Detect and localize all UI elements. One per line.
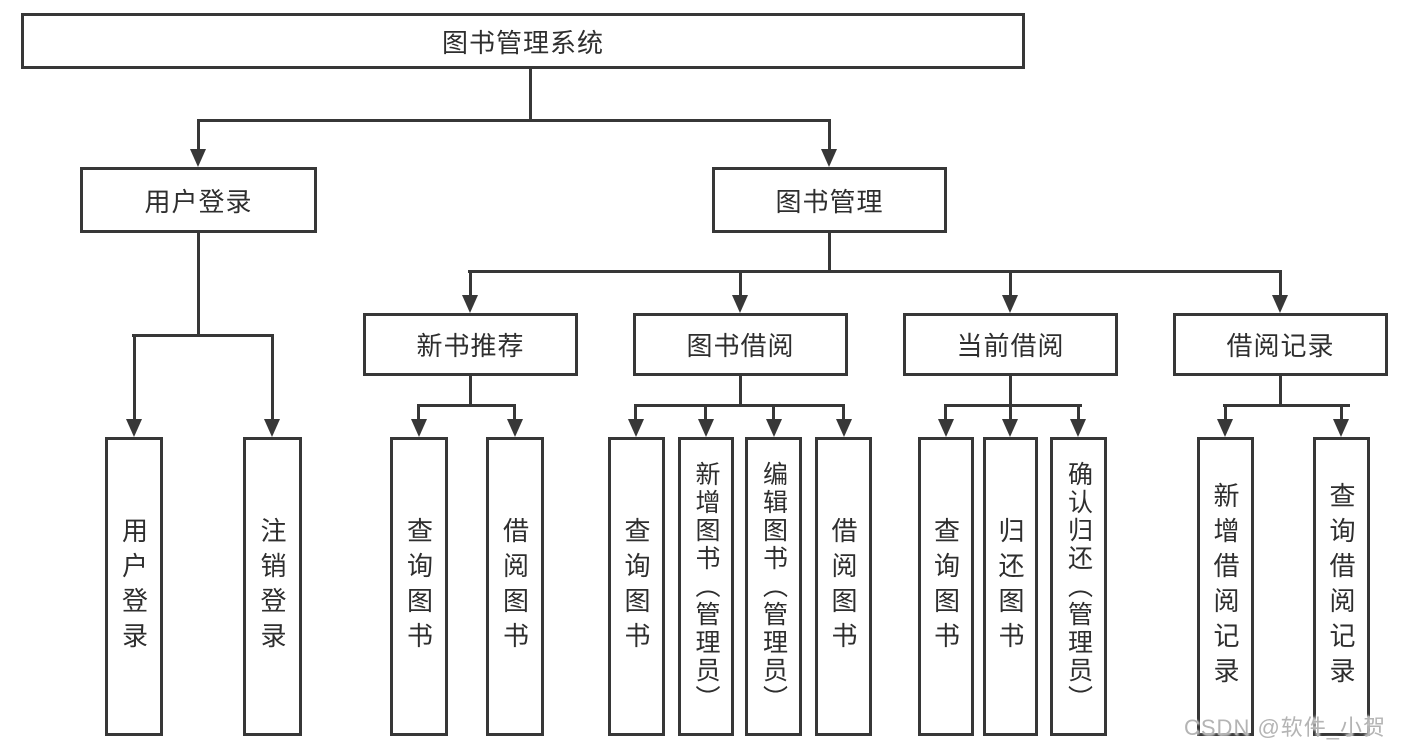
leaf-add-borrow-record: 新增借阅记录 [1197, 437, 1254, 736]
connector-bus [634, 404, 844, 407]
connector-bus [1223, 404, 1350, 407]
node-book-management: 图书管理 [712, 167, 947, 233]
arrow-down-icon [264, 419, 280, 437]
node-library-management-system: 图书管理系统 [21, 13, 1025, 69]
node-current-borrowing: 当前借阅 [903, 313, 1118, 376]
connector-stem [704, 404, 707, 420]
leaf-user-login: 用户登录 [105, 437, 163, 736]
connector-level2-bus [197, 119, 831, 122]
connector-stem [1279, 270, 1282, 296]
arrow-down-icon [766, 419, 782, 437]
leaf-query-books-recommend: 查询图书 [390, 437, 448, 736]
arrow-down-icon [698, 419, 714, 437]
connector-stem [469, 270, 472, 296]
connector-bookmgmt-drop [828, 233, 831, 273]
connector-stem [842, 404, 845, 420]
connector-stem [1077, 404, 1080, 420]
leaf-query-books-borrowing: 查询图书 [608, 437, 665, 736]
arrow-down-icon [836, 419, 852, 437]
connector-stem [1009, 270, 1012, 296]
arrow-down-icon [628, 419, 644, 437]
connector-root-drop [529, 68, 532, 120]
arrow-down-icon [462, 295, 478, 313]
connector-stem [133, 334, 136, 420]
connector-stem [513, 404, 516, 420]
node-borrowing-records: 借阅记录 [1173, 313, 1388, 376]
connector-drop [739, 376, 742, 406]
connector-bus [944, 404, 1082, 407]
connector-stem [634, 404, 637, 420]
arrow-down-icon [732, 295, 748, 313]
arrow-down-icon [126, 419, 142, 437]
connector-drop [469, 376, 472, 406]
arrow-down-icon [1002, 419, 1018, 437]
connector-stem [739, 270, 742, 296]
arrow-down-icon [1272, 295, 1288, 313]
connector-stem [772, 404, 775, 420]
arrow-down-icon [1002, 295, 1018, 313]
node-user-login: 用户登录 [80, 167, 317, 233]
connector-stem [1340, 404, 1343, 420]
connector-userlogin-bus [132, 334, 274, 337]
leaf-borrow-books-recommend: 借阅图书 [486, 437, 544, 736]
leaf-edit-book-admin: 编辑图书（管理员） [745, 437, 802, 736]
arrow-down-icon [411, 419, 427, 437]
connector-drop [1279, 376, 1282, 406]
arrow-down-icon [507, 419, 523, 437]
arrow-down-icon [1217, 419, 1233, 437]
connector-stem [828, 119, 831, 150]
connector-stem [197, 119, 200, 150]
connector-stem [1224, 404, 1227, 420]
connector-stem [1009, 404, 1012, 420]
connector-level3-bus [468, 270, 1282, 273]
connector-bus [417, 404, 516, 407]
leaf-logout: 注销登录 [243, 437, 302, 736]
arrow-down-icon [1070, 419, 1086, 437]
connector-userlogin-drop [197, 233, 200, 337]
arrow-down-icon [938, 419, 954, 437]
leaf-query-borrow-record: 查询借阅记录 [1313, 437, 1370, 736]
connector-stem [944, 404, 947, 420]
arrow-down-icon [190, 149, 206, 167]
connector-stem [417, 404, 420, 420]
node-new-book-recommend: 新书推荐 [363, 313, 578, 376]
connector-stem [271, 334, 274, 420]
leaf-add-book-admin: 新增图书（管理员） [678, 437, 734, 736]
arrow-down-icon [821, 149, 837, 167]
csdn-watermark: CSDN @软件_小贺同学 [1184, 715, 1387, 740]
connector-drop [1009, 376, 1012, 406]
leaf-query-books-current: 查询图书 [918, 437, 974, 736]
arrow-down-icon [1333, 419, 1349, 437]
leaf-borrow-books-borrowing: 借阅图书 [815, 437, 872, 736]
node-book-borrowing: 图书借阅 [633, 313, 848, 376]
leaf-confirm-return-admin: 确认归还（管理员） [1050, 437, 1107, 736]
leaf-return-books: 归还图书 [983, 437, 1038, 736]
